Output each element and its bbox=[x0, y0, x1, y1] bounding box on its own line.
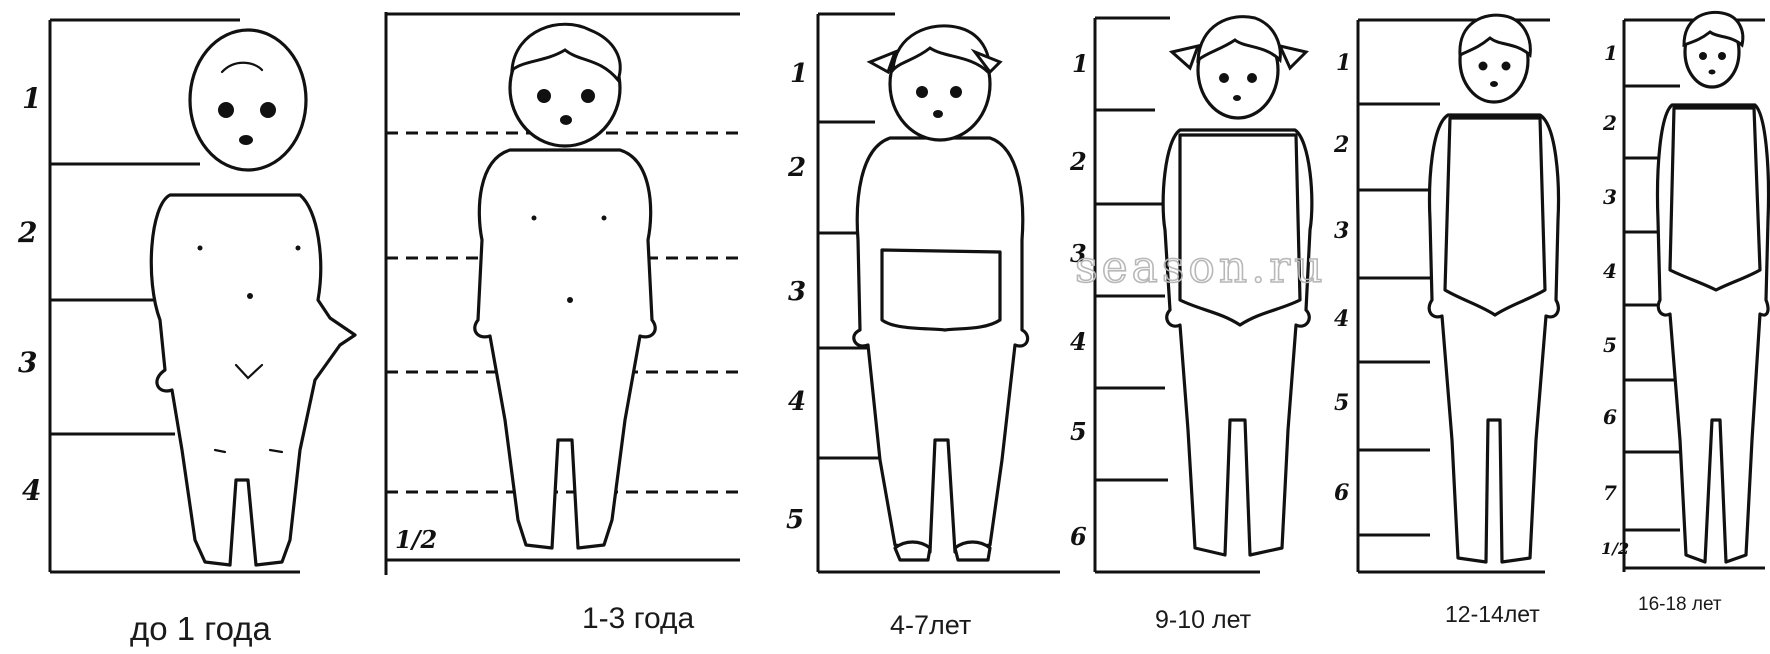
scale-number: 2 bbox=[17, 216, 37, 249]
scale-number: 2 bbox=[1333, 132, 1349, 158]
preteen-drawing bbox=[1429, 15, 1558, 562]
scale-number: 2 bbox=[1602, 111, 1617, 135]
age-caption: 16-18 лет bbox=[1638, 594, 1722, 615]
scale-number: 3 bbox=[1334, 218, 1349, 244]
scale-number: 7 bbox=[1603, 481, 1617, 505]
scale-number: 1 bbox=[1336, 50, 1351, 76]
teen-drawing bbox=[1658, 12, 1769, 562]
figure-toddler: 1/2 1-3 года bbox=[386, 12, 740, 635]
scale-number: 4 bbox=[1070, 327, 1087, 356]
age-caption: 4-7лет bbox=[890, 610, 971, 640]
scale-number: 4 bbox=[788, 387, 806, 417]
scale-numbers-infant: 1 2 3 4 bbox=[17, 82, 41, 507]
age-caption: 12-14лет bbox=[1445, 601, 1540, 627]
scale-number: 1/2 bbox=[1601, 539, 1629, 558]
scale-number: 6 bbox=[1334, 480, 1349, 506]
scale-number: 3 bbox=[1603, 185, 1617, 209]
scale-number: 5 bbox=[786, 505, 804, 535]
scale-number: 3 bbox=[788, 277, 806, 307]
scale-numbers-child: 1 2 3 4 5 bbox=[786, 59, 808, 535]
scale-number: 1 bbox=[22, 82, 41, 115]
age-caption: 1-3 года bbox=[582, 602, 695, 635]
age-caption: 9-10 лет bbox=[1155, 606, 1252, 634]
scale-number: 5 bbox=[1070, 417, 1087, 446]
scale-number: 6 bbox=[1070, 522, 1087, 551]
age-caption: до 1 года bbox=[130, 610, 271, 647]
scale-number: 4 bbox=[22, 474, 41, 507]
scale-number: 1 bbox=[790, 59, 808, 89]
scale-number: 4 bbox=[1334, 306, 1349, 332]
child-drawing bbox=[854, 26, 1028, 560]
scale-number: 3 bbox=[18, 346, 37, 379]
scale-number: 6 bbox=[1603, 405, 1617, 429]
figure-infant: 1 2 3 4 до 1 года bbox=[17, 20, 355, 647]
scale-number: 2 bbox=[787, 153, 806, 183]
toddler-drawing bbox=[475, 24, 655, 548]
scale-numbers-girl: 1 2 3 4 5 6 bbox=[1069, 49, 1089, 551]
scale-number: 4 bbox=[1603, 259, 1617, 283]
figure-girl: 1 2 3 4 5 6 9-10 лет bbox=[1069, 17, 1312, 634]
infant-drawing bbox=[151, 30, 355, 565]
scale-number: 5 bbox=[1334, 390, 1349, 416]
scale-number: 1 bbox=[1604, 41, 1618, 65]
scale-numbers-preteen: 1 2 3 4 5 6 bbox=[1333, 50, 1351, 506]
figure-child: 1 2 3 4 5 4-7лет bbox=[786, 14, 1060, 640]
scale-number-half: 1/2 bbox=[395, 525, 437, 554]
scale-number: 1 bbox=[1072, 49, 1089, 78]
figure-preteen: 1 2 3 4 5 6 12-14лет bbox=[1333, 15, 1558, 627]
scale-number: 5 bbox=[1603, 333, 1617, 357]
watermark-text: season.ru bbox=[1075, 242, 1327, 293]
figure-teen: 1 2 3 4 5 6 7 1/2 16-18 лет bbox=[1601, 12, 1768, 615]
scale-number: 2 bbox=[1069, 147, 1087, 176]
